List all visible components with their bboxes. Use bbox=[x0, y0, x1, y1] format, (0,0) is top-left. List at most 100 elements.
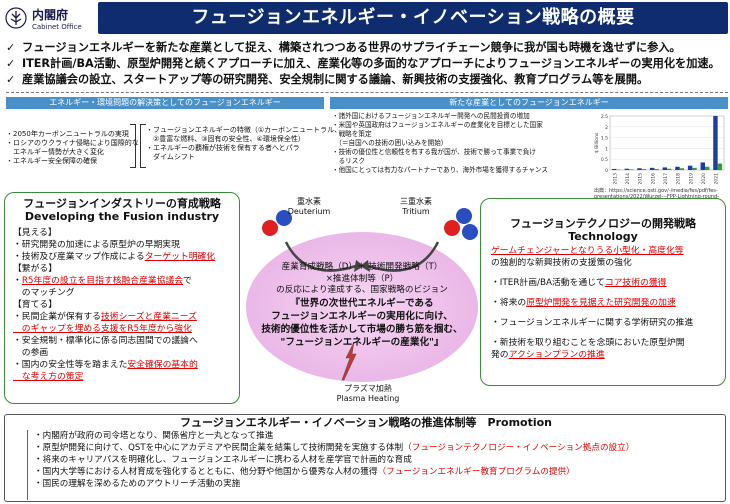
plasma-en: Plasma Heating bbox=[336, 394, 400, 403]
bar bbox=[705, 166, 710, 170]
bar bbox=[641, 169, 647, 170]
summary-checklist: ✓ フュージョンエネルギーを新たな産業として捉え、構築されつつある世界のサプライ… bbox=[6, 40, 728, 88]
list-item: ・安全規制・標準化に係る同志国間での議論へ bbox=[13, 336, 198, 346]
logo-text: 内閣府 bbox=[32, 8, 69, 22]
section-header-industry: 新たな産業としてのフュージョンエネルギー bbox=[330, 97, 728, 109]
list-item: ・エネルギーの覇権が技術を保有する者へとパラ bbox=[146, 144, 300, 152]
plot-area bbox=[609, 115, 725, 171]
list-item: ②豊富な燃料、③固有の安全性、④環境保全性） bbox=[146, 135, 305, 143]
list-item-text: ・将来のキャリアパスを明確化し、フュージョンエネルギーに携わる人材を産学官で計画… bbox=[34, 455, 412, 465]
panel-title-en: Technology bbox=[568, 230, 638, 243]
list-item: ・内閣府が政府の司令塔となり、関係省庁と一丸となって推進 bbox=[34, 430, 717, 442]
list-item-text: ・将来の bbox=[491, 298, 527, 308]
logo-subtext: Cabinet Office bbox=[32, 23, 82, 31]
vision-statement: 技術的優位性を活かして市場の勝ち筋を掴む、 bbox=[261, 323, 463, 335]
highlight-text: （フュージョンエネルギー教育プログラムの提供） bbox=[377, 467, 575, 477]
list-item: ・技術及び産業マップ作成によるターゲット明確化 bbox=[13, 251, 237, 263]
title-bar: フュージョンエネルギー・イノベーション戦略の概要 bbox=[98, 2, 728, 34]
list-item: ・フュージョンエネルギーに関する学術研究の推進 bbox=[491, 318, 694, 328]
y-tick-label: 1 bbox=[605, 146, 608, 152]
page-title: フュージョンエネルギー・イノベーション戦略の概要 bbox=[191, 7, 635, 28]
bar bbox=[713, 116, 718, 170]
highlight-text: ゲームチェンジャーとなりうる小型化・高度化等 bbox=[491, 246, 684, 256]
x-tick-label: 2014 bbox=[625, 173, 631, 185]
promotion-title: フュージョンエネルギー・イノベーション戦略の推進体制等 Promotion bbox=[179, 416, 553, 429]
check-item: ✓ フュージョンエネルギーを新たな産業として捉え、構築されつつある世界のサプライ… bbox=[6, 40, 728, 56]
highlight-text: 安全確保の基本的 bbox=[127, 360, 198, 370]
neutron-icon bbox=[456, 208, 472, 224]
reaction-arrows bbox=[284, 241, 440, 381]
vision-line: の反応により達成する、国家戦略のビジョン bbox=[276, 285, 448, 295]
highlight-text: 原型炉開発を見据えた研究開発の加速 bbox=[526, 298, 676, 308]
list-item: ・エネルギー安全保障の確保 bbox=[6, 157, 97, 165]
list-item: エネルギー情勢が大きく変化 bbox=[6, 148, 104, 156]
list-item-text: ・技術及び産業マップ作成による bbox=[13, 252, 145, 262]
list-item: の独創的な新興技術の支援策の強化 bbox=[491, 258, 632, 268]
lightning-icon bbox=[341, 341, 357, 381]
y-tick-label: 1.5 bbox=[601, 136, 608, 142]
checkmark-icon: ✓ bbox=[6, 41, 16, 54]
x-tick-label: 2017 bbox=[663, 173, 669, 185]
y-axis-label: $ Billions bbox=[594, 132, 600, 153]
list-item-text: ・民間企業が保有する bbox=[13, 312, 101, 322]
highlight-text: コア技術の獲得 bbox=[604, 278, 667, 288]
list-item-text: ・国内大学等における人材育成を強化するとともに、他分野や他国から優秀な人材の獲得 bbox=[34, 467, 378, 477]
list-item: のマッチング bbox=[13, 288, 75, 298]
bar bbox=[649, 167, 655, 170]
vision-statement: "フュージョンエネルギーの産業化"』 bbox=[280, 336, 444, 348]
check-item-text: ITER計画/BA活動、原型炉開発と続くアプローチに加え、産業化等の多面的なアプ… bbox=[22, 57, 720, 70]
panel-title: フュージョンテクノロジーの開発戦略 bbox=[509, 217, 697, 230]
highlight-text: な考え方の策定 bbox=[13, 372, 84, 382]
technology-strategy-list: ゲームチェンジャーとなりうる小型化・高度化等 の独創的な新興技術の支援策の強化 … bbox=[491, 245, 723, 361]
list-item: 戦略を策定 bbox=[332, 130, 372, 138]
deuterium-arrow-icon bbox=[284, 241, 357, 272]
highlight-text: のギャップを埋める支援をR5年度から強化 bbox=[13, 324, 192, 334]
tritium-en: Tritium bbox=[402, 207, 430, 216]
list-item: ・ITER計画/BA活動を通じてコア技術の獲得 bbox=[491, 277, 723, 289]
list-item: ・ロシアのウクライナ侵略により国際的な bbox=[6, 139, 139, 147]
list-item-text: ・国民の理解を深めるためのアウトリーチ活動の実施 bbox=[34, 479, 241, 489]
highlight-text: アクションプランの推進 bbox=[508, 350, 605, 360]
paulownia-emblem-icon bbox=[5, 7, 27, 29]
industry-context-list: ・諸外国におけるフュージョンエネルギー開発への民間投資の増加 ・米国や英国政府は… bbox=[332, 112, 590, 175]
fusion-features-list: ・フュージョンエネルギーの特徴（①カーボンニュートラル、 ②豊富な燃料、③固有の… bbox=[146, 126, 341, 162]
list-item: ・研究開発の加速による原型炉の早期実現 bbox=[13, 240, 180, 250]
vision-statement: 『世界の次世代エネルギーである bbox=[290, 297, 434, 309]
vision-line: ×推進体制等（P） bbox=[325, 273, 399, 284]
x-tick-label: 2018 bbox=[676, 173, 682, 185]
bar bbox=[675, 166, 680, 170]
energy-context-list: ・2050年カーボンニュートラルの実現 ・ロシアのウクライナ侵略により国際的な … bbox=[6, 130, 139, 166]
section-header-energy: エネルギー・環境問題の解決策としてのフュージョンエネルギー bbox=[6, 97, 324, 109]
list-item: 発のアクションプランの推進 bbox=[491, 349, 723, 361]
bar bbox=[687, 165, 693, 170]
x-tick-label: 2020 bbox=[701, 173, 707, 185]
x-tick-label: 2019 bbox=[688, 173, 694, 185]
bar bbox=[629, 169, 634, 170]
promotion-list: ・内閣府が政府の司令塔となり、関係省庁と一丸となって推進 ・原型炉開発に向けて、… bbox=[27, 430, 717, 500]
list-item: ・民間企業が保有する技術シーズと産業ニーズ bbox=[13, 311, 237, 323]
check-item-text: フュージョンエネルギーを新たな産業として捉え、構築されつつある世界のサプライチェ… bbox=[22, 41, 681, 54]
list-item: ・技術の優位性と信頼性を有する我が国が、技術で勝って事業で負け bbox=[332, 148, 536, 156]
list-item-text: で bbox=[183, 276, 192, 286]
checkmark-icon: ✓ bbox=[6, 73, 16, 86]
vision-statement: フュージョンエネルギーの実用化に向け、 bbox=[271, 310, 453, 322]
vision-line: 産業育成戦略（D）＋ 技術開発戦略（T） bbox=[281, 262, 443, 272]
bar bbox=[611, 168, 617, 170]
y-tick-label: 0.5 bbox=[601, 157, 608, 163]
list-item: ダイムシフト bbox=[146, 153, 195, 161]
highlight-text: ターゲット明確化 bbox=[144, 252, 216, 262]
list-item: ・フュージョンエネルギーの特徴（①カーボンニュートラル、 bbox=[146, 126, 342, 134]
header: 内閣府 Cabinet Office フュージョンエネルギー・イノベーション戦略… bbox=[0, 0, 730, 38]
industry-strategy-list: 【見える】 ・研究開発の加速による原型炉の早期実現 ・技術及び産業マップ作成によ… bbox=[13, 227, 237, 383]
list-item: の参画 bbox=[13, 348, 49, 358]
bar bbox=[717, 163, 723, 170]
list-item-text: ・ITER計画/BA活動を通じて bbox=[491, 278, 605, 288]
list-item: ・R5年度の設立を目指す核融合産業協議会で bbox=[13, 275, 237, 287]
list-item: ・国民の理解を深めるためのアウトリーチ活動の実施 bbox=[34, 478, 717, 490]
bar bbox=[662, 167, 667, 170]
plasma-jp: プラズマ加熱 bbox=[344, 384, 392, 393]
check-item-text: 産業協議会の設立、スタートアップ等の研究開発、安全規制に関する議論、新興技術の支… bbox=[22, 73, 649, 86]
list-item: ・諸外国におけるフュージョンエネルギー開発への民間投資の増加 bbox=[332, 112, 530, 120]
vision-text: 産業育成戦略（D）＋ 技術開発戦略（T） ×推進体制等（P） の反応により達成す… bbox=[246, 262, 478, 349]
